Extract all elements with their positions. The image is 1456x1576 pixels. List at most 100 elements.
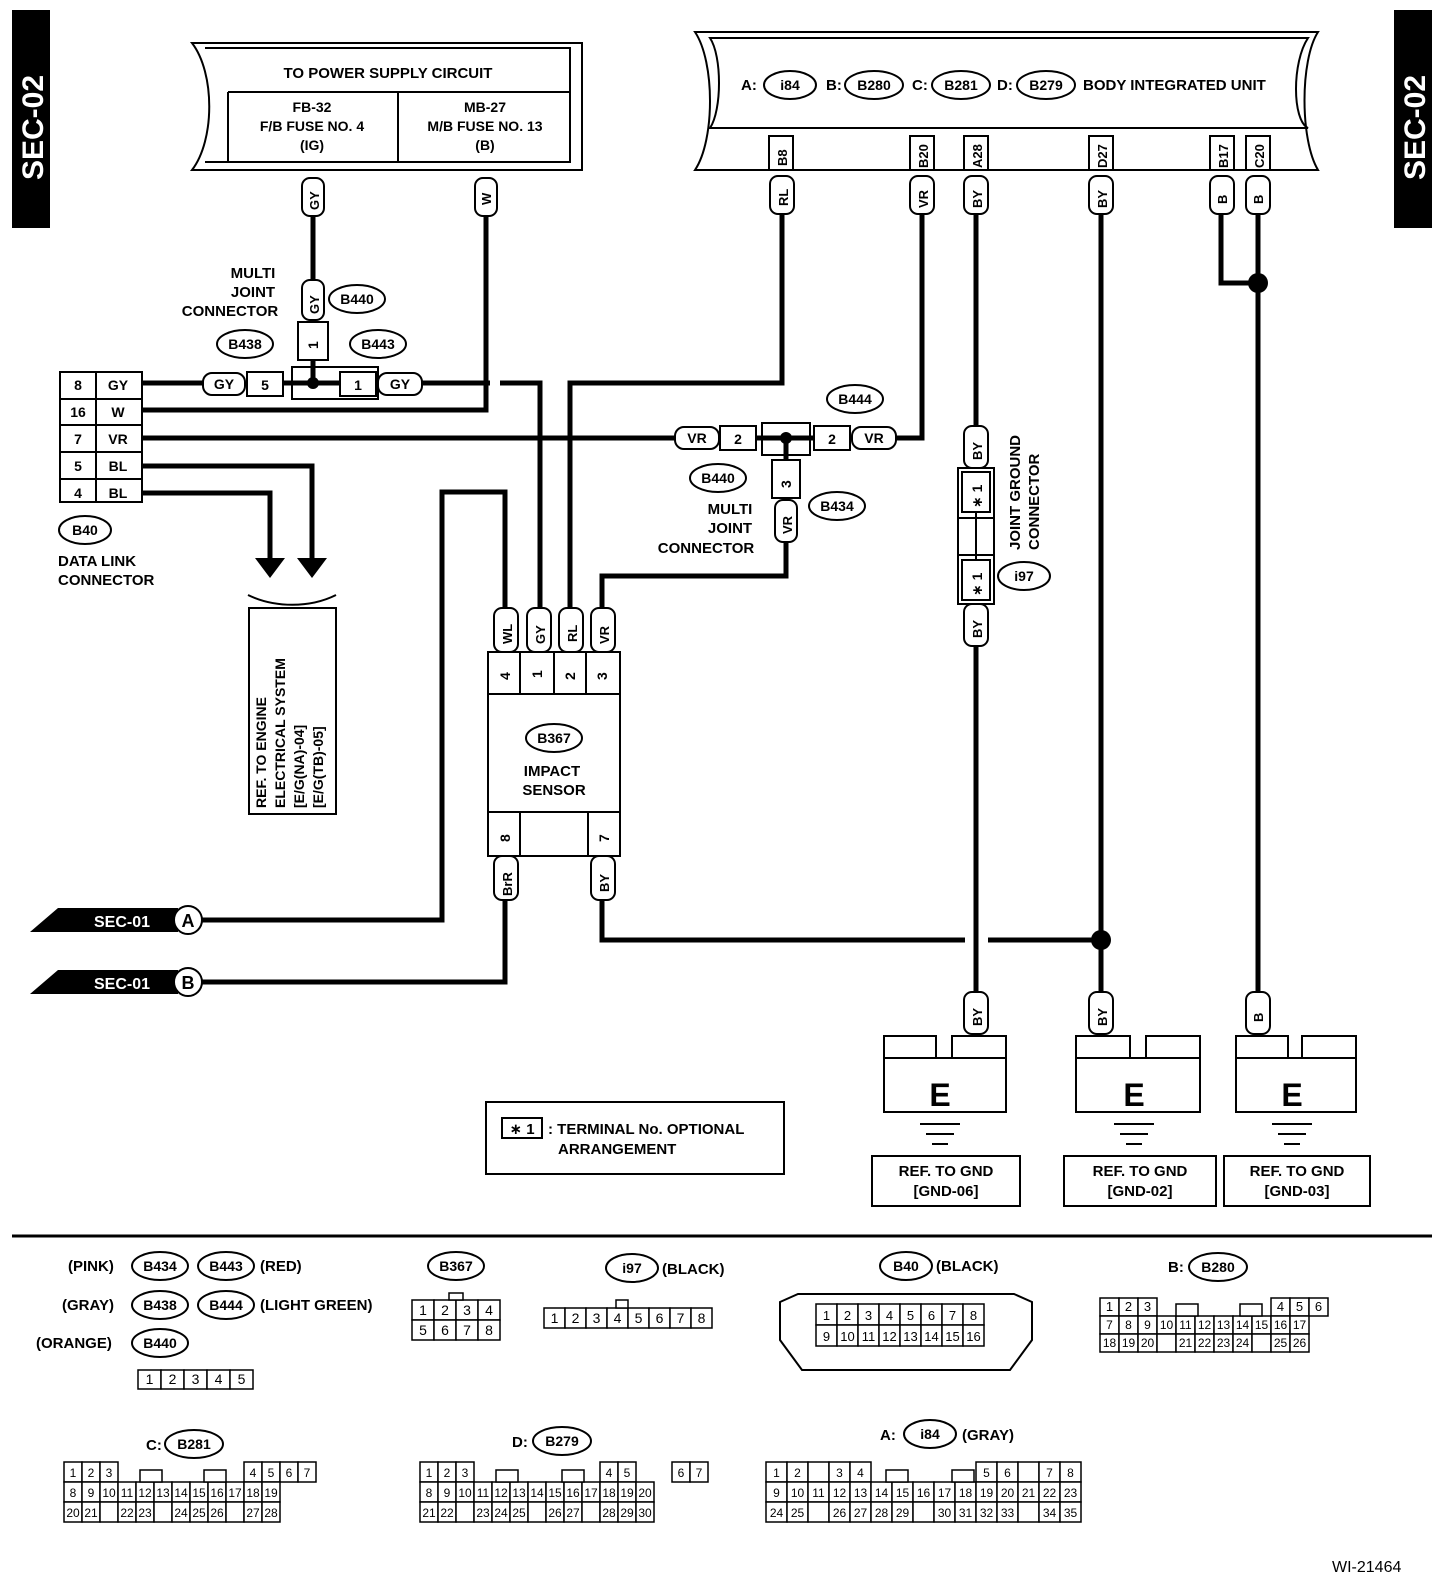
- pin-number: 9: [1144, 1318, 1151, 1332]
- pin-number: 6: [441, 1322, 449, 1338]
- svg-text:: TERMINAL No. OPTIONAL: : TERMINAL No. OPTIONAL: [548, 1121, 744, 1138]
- side-tab-right: SEC-02: [1394, 10, 1432, 228]
- pin-number: 1: [551, 1310, 559, 1326]
- pin-number: 24: [494, 1506, 508, 1520]
- tag-b-c20: B: [1245, 175, 1271, 215]
- tag-vr-sensor: VR: [590, 607, 616, 653]
- pin-number: 22: [440, 1506, 454, 1520]
- pin-number: 2: [844, 1308, 851, 1323]
- pin-number: 19: [264, 1486, 278, 1500]
- svg-text:B:: B:: [1168, 1259, 1184, 1276]
- svg-text:(LIGHT GREEN): (LIGHT GREEN): [260, 1297, 373, 1314]
- ground-gnd03: E REF. TO GND [GND-03]: [1223, 1035, 1371, 1207]
- tag-by-gnd06: BY: [963, 991, 989, 1035]
- biu-prefix-a: A:: [741, 77, 757, 94]
- pin-number: 5: [624, 1466, 631, 1480]
- pin-number: 2: [1125, 1299, 1132, 1314]
- svg-text:JOINT: JOINT: [708, 520, 752, 537]
- legend: (PINK) B434 B443 (RED) (GRAY) B438 B444 …: [36, 1251, 1329, 1523]
- svg-text:4: 4: [497, 672, 513, 680]
- biu-pins: B8 B20 A28 D27 B17 C20: [768, 135, 1271, 171]
- pin-number: 1: [823, 1308, 830, 1323]
- pin-b17: B17: [1216, 144, 1231, 168]
- dlc-pin-4: 4: [74, 485, 82, 501]
- svg-text:VR: VR: [687, 430, 706, 446]
- svg-text:VR: VR: [916, 189, 931, 208]
- junction-dot-by: [1091, 930, 1111, 950]
- svg-text:GY: GY: [307, 295, 322, 314]
- svg-text:GY: GY: [108, 377, 129, 393]
- svg-text:VR: VR: [864, 430, 883, 446]
- pin-number: 29: [896, 1506, 910, 1520]
- svg-text:D:: D:: [512, 1434, 528, 1451]
- svg-text:BL: BL: [109, 458, 128, 474]
- svg-text:B: B: [182, 973, 195, 993]
- pin-number: 17: [584, 1486, 598, 1500]
- svg-text:(RED): (RED): [260, 1258, 302, 1275]
- pin-number: 30: [638, 1506, 652, 1520]
- pin-number: 22: [1043, 1486, 1057, 1500]
- svg-text:[GND-06]: [GND-06]: [913, 1183, 978, 1200]
- pin-number: 7: [463, 1322, 471, 1338]
- pin-a28: A28: [970, 144, 985, 168]
- pin-number: 35: [1064, 1506, 1078, 1520]
- tag-b-gnd03: B: [1245, 991, 1271, 1035]
- svg-text:MULTI: MULTI: [231, 265, 276, 282]
- pin-number: 13: [512, 1486, 526, 1500]
- svg-text:B440: B440: [143, 1335, 177, 1351]
- pin-number: 11: [862, 1329, 876, 1344]
- dlc-pin-16: 16: [70, 404, 86, 420]
- pin-number: 4: [606, 1466, 613, 1480]
- svg-text:CONNECTOR: CONNECTOR: [58, 572, 155, 589]
- svg-text:B281: B281: [177, 1436, 211, 1452]
- pin-number: 25: [1274, 1336, 1288, 1350]
- pin-number: 22: [1198, 1336, 1212, 1350]
- pin-number: 16: [917, 1486, 931, 1500]
- pin-number: 10: [791, 1486, 805, 1500]
- pin-number: 19: [1122, 1336, 1136, 1350]
- pin-number: 2: [441, 1302, 449, 1318]
- svg-text:RL: RL: [776, 189, 791, 206]
- svg-text:RL: RL: [565, 625, 580, 642]
- pin-number: 31: [959, 1506, 973, 1520]
- pin-number: 11: [121, 1486, 134, 1500]
- svg-text:C:: C:: [146, 1437, 162, 1454]
- pin-number: 3: [593, 1310, 601, 1326]
- svg-text:SEC-01: SEC-01: [94, 976, 150, 993]
- svg-text:B443: B443: [361, 336, 395, 352]
- pin-number: 25: [512, 1506, 526, 1520]
- pin-number: 23: [138, 1506, 152, 1520]
- tag-w-fuse: W: [474, 177, 498, 217]
- pin-number: 17: [1293, 1318, 1307, 1332]
- pin-number: 20: [66, 1506, 80, 1520]
- pin-number: 28: [875, 1506, 889, 1520]
- pin-number: 23: [1064, 1486, 1078, 1500]
- ground-gnd06: E REF. TO GND [GND-06]: [871, 1035, 1021, 1207]
- svg-text:7: 7: [596, 834, 612, 842]
- pin-number: 6: [286, 1466, 293, 1480]
- pin-number: 15: [1255, 1318, 1269, 1332]
- pin-number: 8: [698, 1310, 706, 1326]
- pin-number: 19: [620, 1486, 634, 1500]
- pin-number: 9: [444, 1486, 451, 1500]
- svg-text:∗ 1: ∗ 1: [509, 1121, 534, 1138]
- multi-joint-connector-1: MULTI JOINT CONNECTOR GY 1 5 1 B440 B438…: [182, 265, 407, 400]
- pin-number: 13: [1217, 1318, 1231, 1332]
- svg-text:1: 1: [305, 341, 321, 349]
- tag-gy-sensor: GY: [526, 607, 552, 653]
- pin-number: 3: [106, 1466, 113, 1480]
- pin-number: 1: [1106, 1299, 1113, 1314]
- svg-text:[GND-02]: [GND-02]: [1107, 1183, 1172, 1200]
- pin-number: 14: [924, 1329, 938, 1344]
- engine-ref-box: REF. TO ENGINE ELECTRICAL SYSTEM [E/G(NA…: [247, 594, 337, 815]
- tag-by-a28: BY: [963, 175, 989, 215]
- pin-number: 7: [696, 1466, 703, 1480]
- svg-text:2: 2: [828, 431, 836, 447]
- pin-number: 3: [1144, 1299, 1151, 1314]
- mb-code: MB-27: [464, 99, 506, 115]
- fb-code: FB-32: [293, 99, 332, 115]
- tag-byr: BrR: [493, 855, 519, 901]
- tag-vr-b20: VR: [909, 175, 935, 215]
- pin-number: 27: [566, 1506, 580, 1520]
